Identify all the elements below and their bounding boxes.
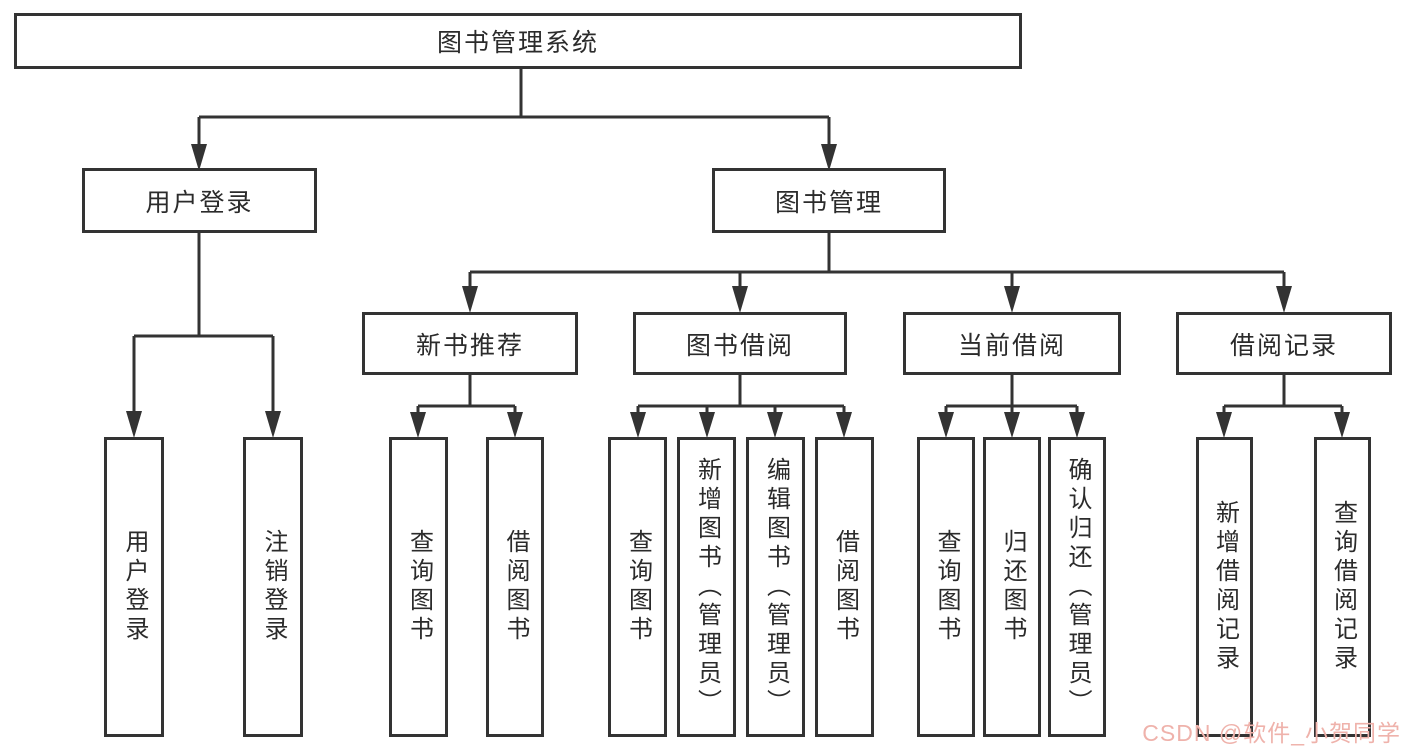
- leaf-add-book-admin: 新增图书（管理员）: [677, 437, 736, 737]
- leaf-user-login: 用户登录: [104, 437, 164, 737]
- leaf-borrow-books-recommend: 借阅图书: [486, 437, 544, 737]
- leaf-add-borrow-record: 新增借阅记录: [1196, 437, 1253, 737]
- node-book-borrow-label: 图书借阅: [685, 331, 794, 360]
- node-borrow-records: 借阅记录: [1176, 312, 1392, 375]
- csdn-watermark: CSDN @软件_小贺同学: [1142, 720, 1401, 746]
- leaf-edit-book-admin: 编辑图书（管理员）: [746, 437, 805, 737]
- leaf-query-books-recommend: 查询图书: [389, 437, 448, 737]
- leaf-return-book-label: 归还图书: [999, 529, 1026, 645]
- leaf-borrow-book-label: 借阅图书: [831, 529, 859, 645]
- node-borrow-records-label: 借阅记录: [1229, 331, 1338, 360]
- node-root-system: 图书管理系统: [14, 13, 1022, 69]
- leaf-borrow-books-recommend-label: 借阅图书: [502, 529, 529, 645]
- leaf-query-books-borrow: 查询图书: [608, 437, 667, 737]
- leaf-user-login-label: 用户登录: [121, 529, 148, 645]
- node-current-borrow-label: 当前借阅: [957, 331, 1066, 360]
- node-root-label: 图书管理系统: [436, 29, 599, 57]
- leaf-confirm-return-admin: 确认归还（管理员）: [1048, 437, 1106, 737]
- node-user-login: 用户登录: [82, 168, 317, 233]
- leaf-query-books-current-label: 查询图书: [933, 529, 960, 645]
- leaf-query-books-recommend-label: 查询图书: [405, 529, 433, 645]
- leaf-query-books-borrow-label: 查询图书: [624, 529, 652, 645]
- node-new-book-recommend: 新书推荐: [362, 312, 578, 375]
- node-book-borrow: 图书借阅: [633, 312, 847, 375]
- leaf-query-borrow-record-label: 查询借阅记录: [1329, 500, 1357, 674]
- leaf-query-borrow-record: 查询借阅记录: [1314, 437, 1371, 737]
- leaf-confirm-return-admin-label: 确认归还（管理员）: [1064, 456, 1091, 718]
- node-new-book-recommend-label: 新书推荐: [415, 331, 524, 360]
- leaf-add-borrow-record-label: 新增借阅记录: [1211, 500, 1239, 674]
- leaf-logout-login-label: 注销登录: [260, 529, 287, 645]
- node-user-login-label: 用户登录: [145, 188, 254, 217]
- leaf-return-book: 归还图书: [983, 437, 1041, 737]
- leaf-logout-login: 注销登录: [243, 437, 303, 737]
- node-current-borrow: 当前借阅: [903, 312, 1121, 375]
- leaf-add-book-admin-label: 新增图书（管理员）: [693, 456, 721, 718]
- leaf-edit-book-admin-label: 编辑图书（管理员）: [762, 456, 790, 718]
- leaf-borrow-book: 借阅图书: [815, 437, 874, 737]
- node-book-management-label: 图书管理: [774, 188, 883, 217]
- leaf-query-books-current: 查询图书: [917, 437, 975, 737]
- node-book-management: 图书管理: [712, 168, 946, 233]
